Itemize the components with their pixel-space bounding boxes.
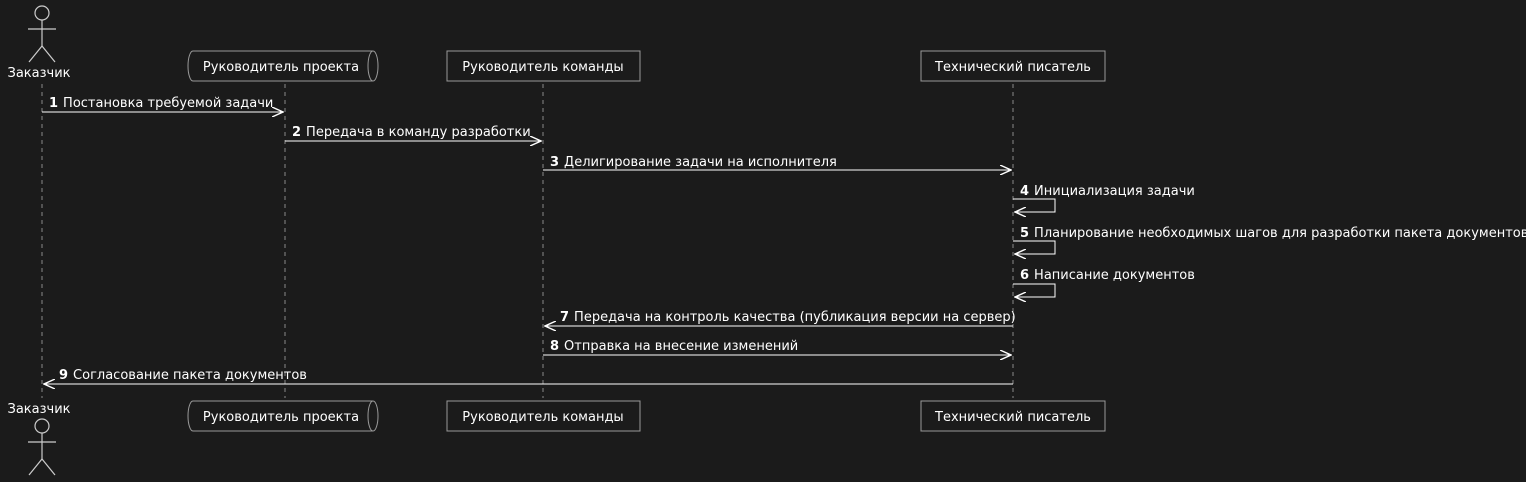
message-number: 3 bbox=[550, 155, 559, 170]
actor-leg-right bbox=[41, 458, 56, 476]
participant-box bbox=[920, 50, 1106, 82]
participants-top: Заказчик Руководитель проекта Руководите… bbox=[7, 5, 1106, 82]
participant-lead-top: Руководитель команды bbox=[446, 50, 641, 82]
message-text: Инициализация задачи bbox=[1034, 184, 1195, 199]
message-number: 4 bbox=[1020, 184, 1029, 199]
message-label-2: 2 Передача в команду разработки bbox=[292, 125, 531, 140]
queue-end bbox=[367, 50, 374, 82]
queue-end bbox=[367, 400, 374, 432]
message-arrow-5 bbox=[1013, 240, 1056, 254]
message-label-9: 9 Согласование пакета документов bbox=[59, 368, 307, 383]
participant-box bbox=[446, 400, 641, 432]
message-text: Делигирование задачи на исполнителя bbox=[564, 155, 837, 170]
participant-writer-bottom: Технический писатель bbox=[920, 400, 1106, 432]
participant-label-writer-top: Технический писатель bbox=[934, 60, 1091, 75]
actor-leg-left bbox=[28, 45, 43, 63]
participant-label-pm-bottom: Руководитель проекта bbox=[203, 410, 359, 425]
actor-leg-right bbox=[41, 45, 56, 63]
participant-lead-bottom: Руководитель команды bbox=[446, 400, 641, 432]
message-number: 9 bbox=[59, 368, 68, 383]
message-number: 8 bbox=[550, 339, 559, 354]
participant-label-lead-bottom: Руководитель команды bbox=[462, 410, 623, 425]
participant-label-lead-top: Руководитель команды bbox=[462, 60, 623, 75]
messages bbox=[42, 112, 1056, 384]
participant-label-writer-bottom: Технический писатель bbox=[934, 410, 1091, 425]
message-label-8: 8 Отправка на внесение изменений bbox=[550, 339, 798, 354]
message-text: Передача на контроль качества (публикаци… bbox=[574, 310, 1016, 325]
actor-leg-left bbox=[28, 458, 43, 476]
message-label-5: 5 Планирование необходимых шагов для разр… bbox=[1020, 226, 1526, 241]
message-label-3: 3 Делигирование задачи на исполнителя bbox=[550, 155, 837, 170]
participant-box bbox=[920, 400, 1106, 432]
message-number: 1 bbox=[49, 96, 58, 111]
participant-label-pm-top: Руководитель проекта bbox=[203, 60, 359, 75]
message-text: Согласование пакета документов bbox=[73, 368, 307, 383]
message-label-1: 1 Постановка требуемой задачи bbox=[49, 96, 273, 111]
message-number: 5 bbox=[1020, 226, 1029, 241]
message-number: 7 bbox=[560, 310, 569, 325]
participant-writer-top: Технический писатель bbox=[920, 50, 1106, 82]
message-number: 6 bbox=[1020, 268, 1029, 283]
message-number: 2 bbox=[292, 125, 301, 140]
participant-label-customer-top: Заказчик bbox=[7, 66, 70, 81]
actor-customer-bottom bbox=[28, 418, 56, 476]
actor-head bbox=[34, 418, 50, 434]
actor-head bbox=[34, 5, 50, 21]
message-arrow-4 bbox=[1013, 198, 1056, 212]
message-label-4: 4 Инициализация задачи bbox=[1020, 184, 1195, 199]
message-text: Отправка на внесение изменений bbox=[564, 339, 798, 354]
participant-pm-top: Руководитель проекта bbox=[187, 50, 379, 82]
participants-bottom: Заказчик Руководитель проекта Руководите… bbox=[7, 400, 1106, 476]
message-text: Написание документов bbox=[1034, 268, 1195, 283]
message-labels: 1 Постановка требуемой задачи 2 Передача в… bbox=[49, 96, 1526, 383]
message-arrow-6 bbox=[1013, 283, 1056, 297]
message-label-7: 7 Передача на контроль качества (публикац… bbox=[560, 310, 1016, 325]
message-text: Передача в команду разработки bbox=[306, 125, 531, 140]
participant-label-customer-bottom: Заказчик bbox=[7, 402, 70, 417]
participant-pm-bottom: Руководитель проекта bbox=[187, 400, 379, 432]
message-label-6: 6 Написание документов bbox=[1020, 268, 1195, 283]
actor-customer-top bbox=[28, 5, 56, 63]
participant-box bbox=[446, 50, 641, 82]
message-text: Планирование необходимых шагов для разра… bbox=[1034, 226, 1526, 241]
message-text: Постановка требуемой задачи bbox=[63, 96, 273, 111]
